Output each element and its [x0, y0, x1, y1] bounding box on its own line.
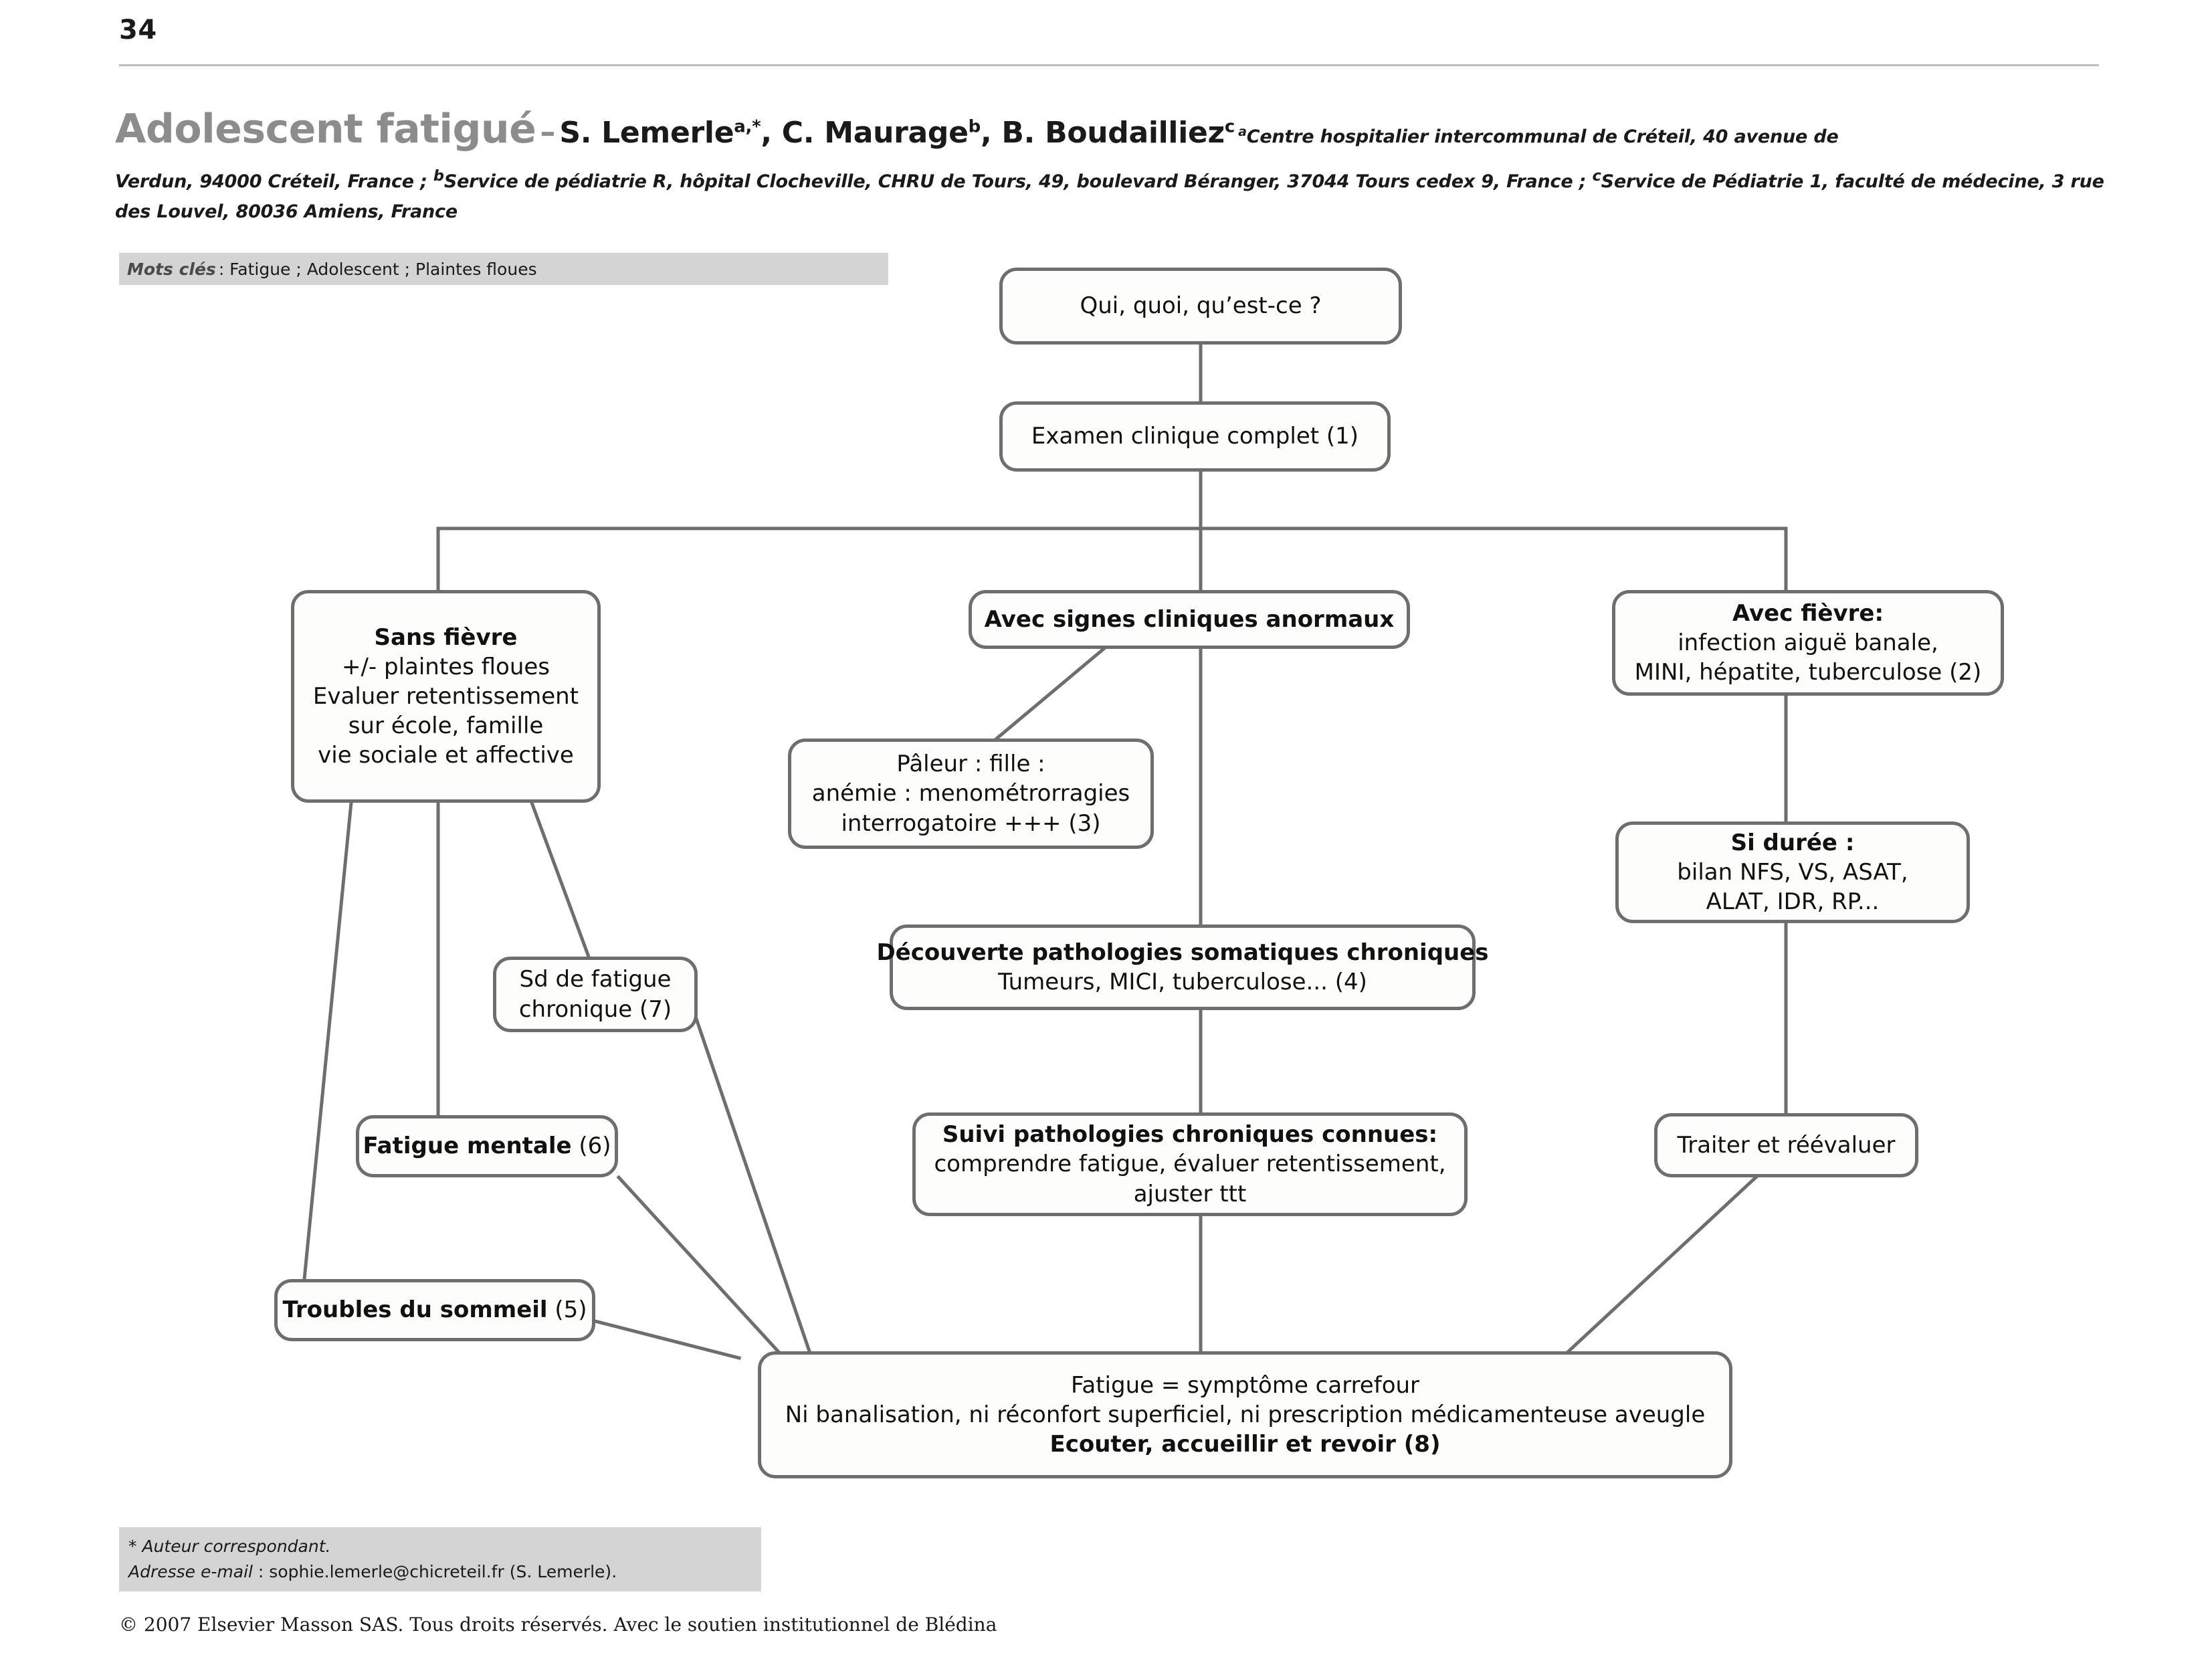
- affiliations-continued: Verdun, 94000 Créteil, France ; bService…: [115, 164, 2105, 227]
- node-line: Sd de fatigue: [519, 966, 672, 993]
- node-line: vie sociale et affective: [318, 742, 574, 769]
- node-sd-fatigue-chronique[interactable]: Sd de fatigue chronique (7): [493, 957, 698, 1032]
- node-line-bold: Fatigue mentale: [363, 1133, 572, 1160]
- node-fatigue-carrefour[interactable]: Fatigue = symptôme carrefour Ni banalisa…: [758, 1351, 1732, 1478]
- affiliation-a: aCentre hospitalier intercommunal de Cré…: [1238, 124, 1839, 147]
- author-list: S. Lemerlea,*, C. Maurageb, B. Boudailli…: [559, 116, 1235, 150]
- node-line-suffix: (5): [547, 1296, 587, 1324]
- node-line: Suivi pathologies chroniques connues:: [942, 1121, 1438, 1149]
- node-troubles-sommeil[interactable]: Troubles du sommeil (5): [274, 1279, 595, 1341]
- node-line: Sans fièvre: [374, 623, 518, 651]
- email-label: Adresse e-mail: [128, 1561, 253, 1581]
- node-line: ALAT, IDR, RP...: [1706, 888, 1880, 916]
- node-line: interrogatoire +++ (3): [841, 809, 1101, 837]
- article-title-block: Adolescent fatigué–S. Lemerlea,*, C. Mau…: [115, 100, 2105, 227]
- node-line: ajuster ttt: [1133, 1180, 1247, 1207]
- keywords-band: Mots clés : Fatigue ; Adolescent ; Plain…: [119, 253, 888, 285]
- node-line: sur école, famille: [348, 712, 544, 740]
- affiliation-b-sup: b: [433, 167, 444, 185]
- node-fatigue-mentale[interactable]: Fatigue mentale (6): [356, 1115, 618, 1177]
- node-line: Examen clinique complet (1): [1031, 423, 1359, 450]
- corresponding-author-note: * Auteur correspondant.: [128, 1537, 331, 1556]
- node-signes-anormaux[interactable]: Avec signes cliniques anormaux: [969, 590, 1410, 649]
- node-line: Qui, quoi, qu’est-ce ?: [1080, 292, 1322, 320]
- node-line: anémie : menométrorragies: [811, 780, 1130, 807]
- node-qui-quoi[interactable]: Qui, quoi, qu’est-ce ?: [999, 268, 1402, 345]
- author-3: , B. Boudailliez: [980, 116, 1225, 150]
- node-line-suffix: (6): [571, 1133, 611, 1160]
- node-paleur-fille[interactable]: Pâleur : fille : anémie : menométrorragi…: [788, 739, 1154, 849]
- node-line: infection aiguë banale,: [1678, 629, 1938, 656]
- affiliation-a-sup: a: [1238, 124, 1247, 139]
- page-title: Adolescent fatigué: [115, 106, 536, 153]
- node-sans-fievre[interactable]: Sans fièvre +/- plaintes floues Evaluer …: [291, 590, 601, 803]
- node-line: Evaluer retentissement: [312, 682, 579, 710]
- author-2-sup: b: [968, 116, 981, 137]
- node-decouverte-pathologies[interactable]: Découverte pathologies somatiques chroni…: [876, 924, 1489, 1010]
- keywords-text: : Fatigue ; Adolescent ; Plaintes floues: [218, 259, 537, 279]
- node-traiter-reevaluer[interactable]: Traiter et réévaluer: [1654, 1113, 1918, 1177]
- keywords-label: Mots clés: [127, 259, 216, 279]
- node-line-bold: Troubles du sommeil: [282, 1296, 548, 1324]
- corresponding-author-band: * Auteur correspondant. Adresse e-mail :…: [119, 1527, 761, 1591]
- node-line: MINI, hépatite, tuberculose (2): [1634, 659, 1982, 686]
- node-examen-clinique[interactable]: Examen clinique complet (1): [999, 401, 1391, 472]
- node-line: Ecouter, accueillir et revoir (8): [1049, 1431, 1441, 1458]
- node-line: Tumeurs, MICI, tuberculose... (4): [998, 969, 1367, 995]
- node-line: Fatigue = symptôme carrefour: [1070, 1371, 1420, 1399]
- node-line: Traiter et réévaluer: [1677, 1131, 1896, 1159]
- node-avec-fievre[interactable]: Avec fièvre: infection aiguë banale, MIN…: [1612, 590, 2004, 696]
- affiliation-c-sup: c: [1592, 167, 1601, 185]
- node-line: Avec signes cliniques anormaux: [984, 605, 1395, 633]
- author-2: , C. Maurage: [761, 116, 969, 150]
- node-line-composite: Troubles du sommeil (5): [282, 1295, 587, 1325]
- affiliation-c-text: Service de Pédiatrie 1, faculté de médec…: [115, 171, 2104, 223]
- email-value: : sophie.lemerle@chicreteil.fr (S. Lemer…: [252, 1561, 617, 1581]
- node-line: Si durée :: [1730, 829, 1855, 856]
- node-line: Découverte pathologies somatiques chroni…: [876, 939, 1489, 966]
- author-3-sup: c: [1224, 116, 1235, 137]
- title-dash: –: [540, 114, 556, 150]
- header-divider: [119, 64, 2099, 66]
- node-suivi-pathologies[interactable]: Suivi pathologies chroniques connues: co…: [912, 1112, 1468, 1216]
- affiliation-a-cont: Verdun, 94000 Créteil, France ;: [115, 171, 433, 192]
- page-number: 34: [119, 15, 157, 45]
- node-line: +/- plaintes floues: [341, 653, 550, 680]
- affiliation-b-text: Service de pédiatrie R, hôpital Clochevi…: [443, 171, 1593, 192]
- node-si-duree[interactable]: Si durée : bilan NFS, VS, ASAT, ALAT, ID…: [1615, 821, 1970, 923]
- node-line: chronique (7): [518, 995, 672, 1023]
- node-line-composite: Fatigue mentale (6): [363, 1131, 611, 1161]
- node-line: Ni banalisation, ni réconfort superficie…: [785, 1401, 1706, 1428]
- node-line: bilan NFS, VS, ASAT,: [1677, 858, 1908, 886]
- node-line: comprendre fatigue, évaluer retentisseme…: [934, 1151, 1446, 1178]
- copyright-notice: © 2007 Elsevier Masson SAS. Tous droits …: [119, 1614, 997, 1636]
- author-1-sup: a,*: [734, 116, 761, 137]
- corresponding-author-email: Adresse e-mail : sophie.lemerle@chicrete…: [128, 1559, 761, 1585]
- author-1: S. Lemerle: [559, 116, 734, 150]
- node-line: Avec fièvre:: [1732, 599, 1884, 627]
- node-line: Pâleur : fille :: [896, 751, 1045, 778]
- affiliation-a-text: Centre hospitalier intercommunal de Crét…: [1246, 126, 1839, 147]
